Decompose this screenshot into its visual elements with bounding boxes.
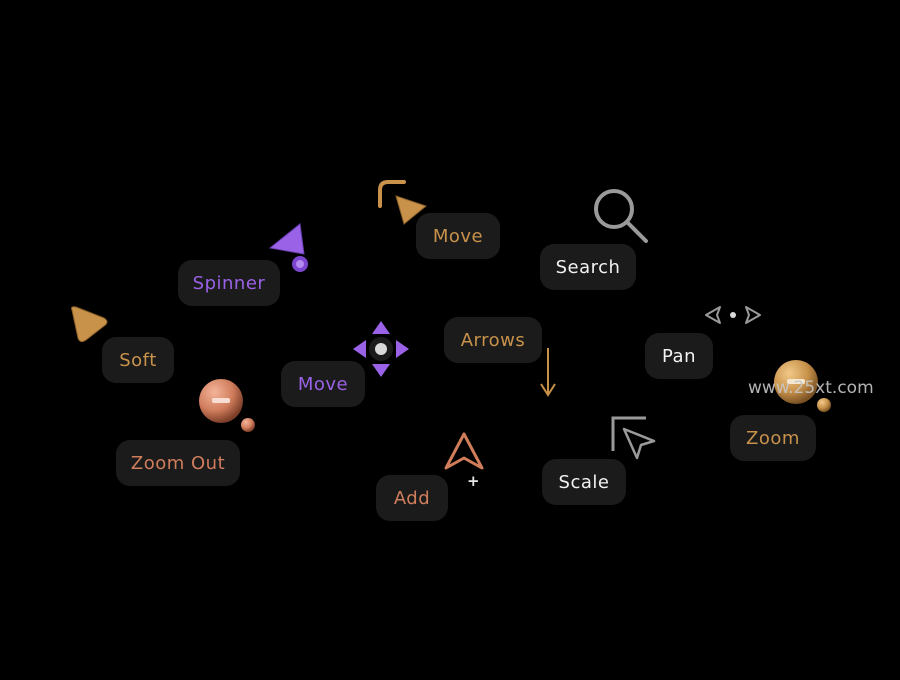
- zoom-chip[interactable]: Zoom: [730, 415, 816, 461]
- zoom-out-chip[interactable]: Zoom Out: [116, 440, 240, 486]
- add-cursor-icon: [444, 432, 484, 470]
- curved-arrow-cursor-icon: [378, 180, 428, 225]
- pan-chip[interactable]: Pan: [645, 333, 713, 379]
- purple-cursor-spinner-icon: [268, 223, 308, 272]
- plus-icon: +: [467, 472, 480, 490]
- arrows-chip[interactable]: Arrows: [444, 317, 542, 363]
- spinner-chip[interactable]: Spinner: [178, 260, 280, 306]
- watermark-text: www.25xt.com: [748, 378, 874, 398]
- scale-label: Scale: [558, 471, 610, 493]
- move-top-label: Move: [432, 225, 484, 247]
- spinner-label: Spinner: [192, 272, 266, 294]
- search-label: Search: [555, 256, 621, 278]
- pan-arrows-icon: [705, 306, 761, 324]
- add-chip[interactable]: Add: [376, 475, 448, 521]
- soft-gold-cursor-icon: [71, 306, 108, 343]
- zoom-out-label: Zoom Out: [130, 452, 226, 474]
- move-left-label: Move: [297, 373, 349, 395]
- scale-chip[interactable]: Scale: [542, 459, 626, 505]
- zoom-in-ball-icon: [774, 360, 831, 412]
- arrows-label: Arrows: [460, 329, 526, 351]
- scale-cursor-icon: [611, 416, 656, 460]
- move-top-chip[interactable]: Move: [416, 213, 500, 259]
- four-way-move-icon: [353, 321, 409, 377]
- pan-label: Pan: [662, 345, 696, 367]
- down-arrow-icon: [540, 348, 556, 397]
- move-left-chip[interactable]: Move: [281, 361, 365, 407]
- soft-chip[interactable]: Soft: [102, 337, 174, 383]
- magnifier-icon: [594, 189, 648, 243]
- zoom-out-ball-icon: [199, 379, 255, 432]
- soft-label: Soft: [119, 349, 157, 371]
- zoom-label: Zoom: [746, 427, 800, 449]
- search-chip[interactable]: Search: [540, 244, 636, 290]
- add-label: Add: [393, 487, 431, 509]
